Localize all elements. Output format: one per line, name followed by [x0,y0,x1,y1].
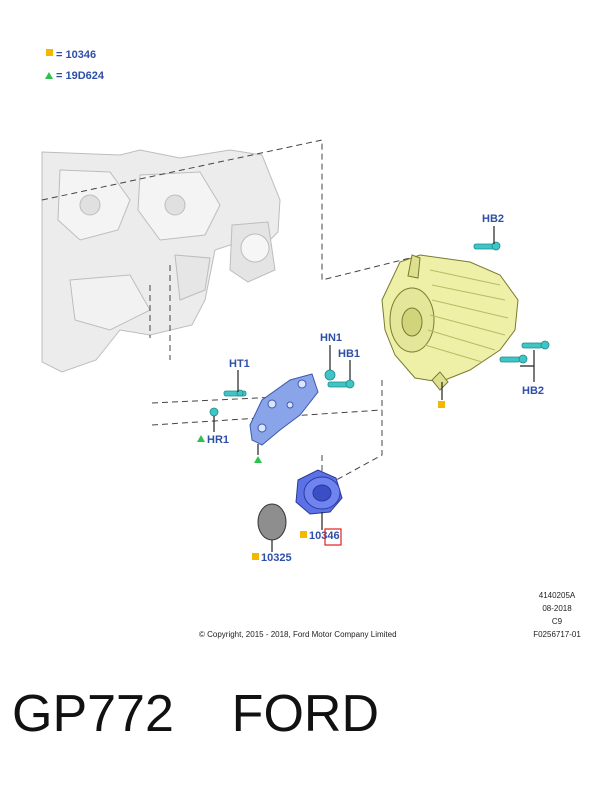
bolt-hb2-right-lower [499,354,528,364]
legend-label-10346: = 10346 [56,49,96,61]
highlight-box-10346 [324,528,342,546]
alternator-exploded-diagram: = 10346 = 19D624 [41,49,581,639]
alternator-pulley [295,469,343,515]
callout-10325: 10325 [261,552,292,564]
assembly-lines [41,139,411,491]
bolt-hr1 [209,407,219,417]
bolt-hn1 [324,369,336,381]
marker-triangle-hr1 [197,435,205,442]
info-line-3: C9 [552,617,563,626]
legend-square-marker [46,49,53,56]
part-caption: GP772 FORD [12,685,379,743]
callout-hb2-top: HB2 [482,213,504,225]
bolt-hb2-top [473,241,501,251]
callout-hb1: HB1 [338,348,360,360]
leader-lines [213,226,535,552]
alternator [381,254,519,391]
marker-square-10346 [300,531,307,538]
legend-label-19d624: = 19D624 [56,70,105,82]
bolt-hb1 [327,379,355,389]
marker-square-alternator [438,401,445,408]
legend: = 10346 = 19D624 [45,49,105,82]
callout-hr1: HR1 [207,434,229,446]
callout-ht1: HT1 [229,358,250,370]
callout-hn1: HN1 [320,332,342,344]
marker-triangle-bracket [254,456,262,463]
pulley-cover [257,503,287,541]
engine-block [41,149,281,373]
info-line-2: 08-2018 [542,604,572,613]
info-block: 4140205A 08-2018 C9 F0256717-01 [533,591,581,639]
callout-hb2-right: HB2 [522,385,544,397]
marker-square-10325 [252,553,259,560]
info-line-1: 4140205A [539,591,576,600]
callout-10346: 10346 [309,530,340,542]
copyright-text: © Copyright, 2015 - 2018, Ford Motor Com… [199,630,397,639]
info-line-4: F0256717-01 [533,630,581,639]
alternator-bracket [249,373,319,446]
bolt-hb2-right-upper [521,340,550,350]
legend-triangle-marker [45,72,53,79]
bolt-ht1 [223,389,247,397]
bolts [209,241,550,417]
